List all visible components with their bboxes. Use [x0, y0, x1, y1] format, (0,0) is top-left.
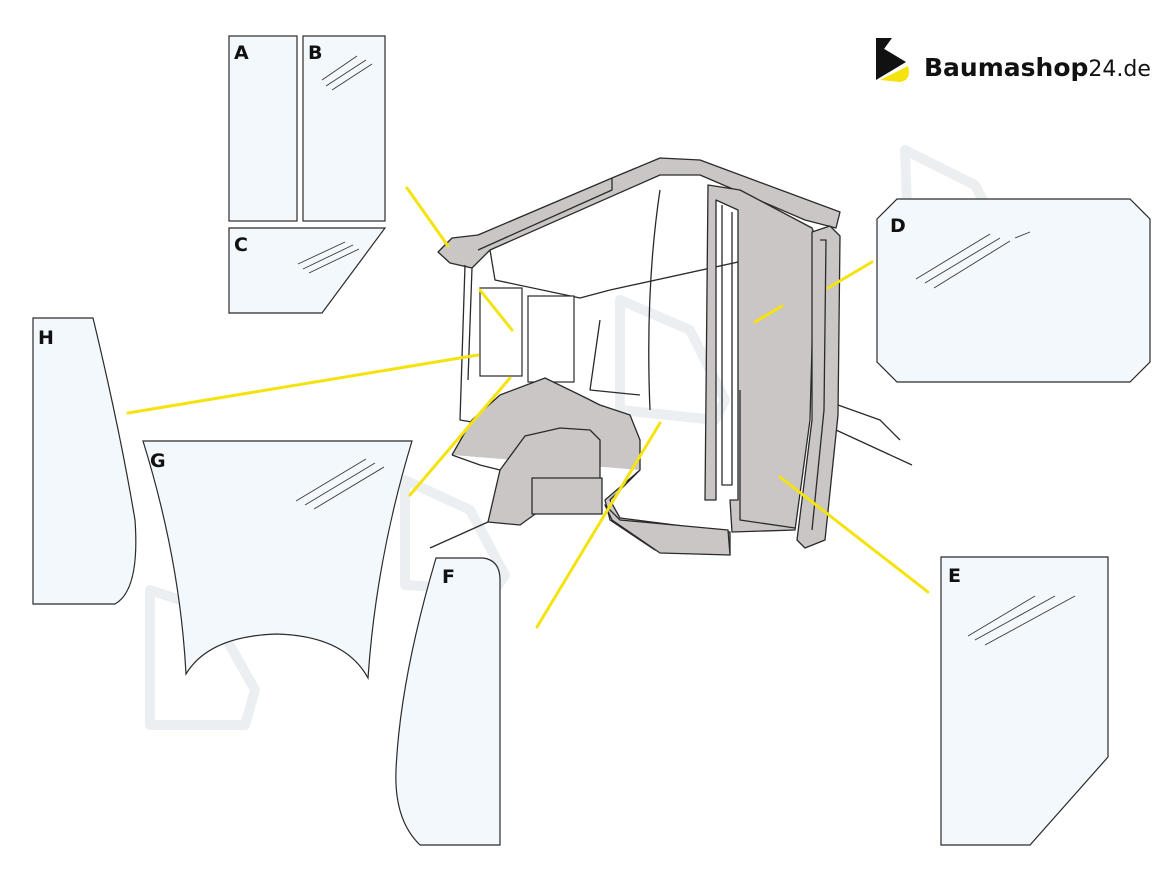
- pane-b[interactable]: B: [302, 35, 386, 222]
- brand-name: Baumashop24.de: [924, 53, 1151, 82]
- leader-e: [778, 475, 930, 594]
- pane-a[interactable]: A: [228, 35, 298, 222]
- pane-a-label: A: [234, 42, 249, 64]
- pane-e-label: E: [948, 565, 961, 587]
- leader-a-b-c: [405, 186, 450, 248]
- brand-logo: Baumashop24.de: [876, 38, 1151, 82]
- leader-f: [535, 421, 662, 629]
- pane-g[interactable]: G: [142, 440, 413, 681]
- leader-d: [826, 260, 874, 290]
- pane-c[interactable]: C: [228, 227, 387, 314]
- pane-g-label: G: [150, 450, 166, 472]
- pane-c-label: C: [234, 234, 248, 256]
- pane-f[interactable]: F: [395, 557, 501, 846]
- leader-g: [408, 376, 512, 497]
- pane-h-label: H: [38, 327, 54, 349]
- cab-illustration: [429, 157, 913, 556]
- pane-e[interactable]: E: [940, 556, 1109, 846]
- leader-lines: [126, 186, 930, 629]
- pane-b-label: B: [308, 42, 322, 64]
- pane-h[interactable]: H: [32, 317, 137, 605]
- leader-g-rear: [478, 288, 514, 332]
- logo-mark-icon: [876, 38, 909, 82]
- leader-d-inner: [753, 304, 784, 324]
- pane-d[interactable]: D: [876, 198, 1151, 383]
- pane-f-label: F: [442, 566, 455, 588]
- pane-d-label: D: [890, 215, 906, 237]
- leader-h: [126, 353, 480, 415]
